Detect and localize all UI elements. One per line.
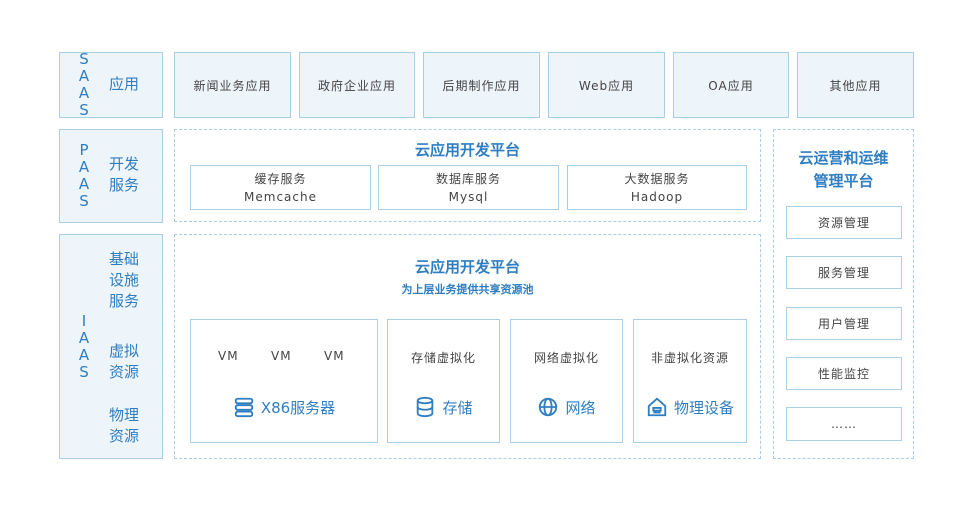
app-post-production[interactable]: 后期制作应用 xyxy=(423,52,540,118)
mgmt-more[interactable]: …… xyxy=(786,407,902,441)
iaas-physical-resources: 物理 资源 xyxy=(109,406,140,445)
physical-resources-label: 非虚拟化资源 xyxy=(650,351,729,365)
physical-resources-box[interactable]: 非虚拟化资源 物理设备 xyxy=(633,319,747,443)
iaas-platform-title: 云应用开发平台 xyxy=(414,258,520,276)
paas-layer-name: 开发 服务 xyxy=(109,155,140,194)
service-database[interactable]: 数据库服务 Mysql xyxy=(378,165,559,210)
app-gov-enterprise[interactable]: 政府企业应用 xyxy=(299,52,415,118)
network-foot-label: 网络 xyxy=(565,398,596,417)
vm-label: VM xyxy=(324,349,345,363)
iaas-platform: 云应用开发平台 为上层业务提供共享资源池 VM VM VM X86服务器 存储虚… xyxy=(174,234,761,459)
paas-platform: 云应用开发平台 缓存服务 Memcache 数据库服务 Mysql 大数据服务 … xyxy=(174,129,761,222)
saas-layer-code: S A A S xyxy=(78,50,90,119)
service-cache[interactable]: 缓存服务 Memcache xyxy=(190,165,371,210)
iaas-platform-subtitle: 为上层业务提供共享资源池 xyxy=(401,283,534,296)
ops-platform: 云运营和运维 管理平台 资源管理 服务管理 用户管理 性能监控 …… xyxy=(773,129,914,459)
network-foot: 网络 xyxy=(511,395,622,419)
physical-foot: 物理设备 xyxy=(634,395,746,419)
vm-label: VM xyxy=(271,349,292,363)
iaas-layer-box: I A A S 基础 设施 服务 虚拟 资源 物理 资源 xyxy=(59,234,163,459)
network-virtualization-label: 网络虚拟化 xyxy=(533,351,599,365)
storage-foot-label: 存储 xyxy=(442,398,473,417)
mgmt-service[interactable]: 服务管理 xyxy=(786,256,902,289)
mgmt-user[interactable]: 用户管理 xyxy=(786,307,902,340)
service-bigdata[interactable]: 大数据服务 Hadoop xyxy=(567,165,747,210)
iaas-infra-services: 基础 设施 服务 xyxy=(109,250,140,310)
globe-icon xyxy=(539,397,558,417)
app-news[interactable]: 新闻业务应用 xyxy=(174,52,291,118)
app-other[interactable]: 其他应用 xyxy=(797,52,914,118)
house-icon xyxy=(647,397,667,417)
vm-label: VM xyxy=(218,349,239,363)
iaas-layer-code: I A A S xyxy=(78,311,90,381)
iaas-virtual-resources: 虚拟 资源 xyxy=(109,342,140,381)
x86-server-foot: X86服务器 xyxy=(191,395,377,419)
storage-virtualization-box[interactable]: 存储虚拟化 存储 xyxy=(387,319,500,443)
storage-foot: 存储 xyxy=(388,395,499,419)
saas-layer-name: 应用 xyxy=(109,75,140,93)
physical-foot-label: 物理设备 xyxy=(673,398,734,417)
paas-layer-code: P A A S xyxy=(78,141,90,210)
x86-server-box[interactable]: VM VM VM X86服务器 xyxy=(190,319,378,443)
paas-platform-title: 云应用开发平台 xyxy=(414,141,520,159)
mgmt-resource[interactable]: 资源管理 xyxy=(786,206,902,239)
app-web[interactable]: Web应用 xyxy=(548,52,665,118)
saas-layer-box: S A A S 应用 xyxy=(59,50,163,119)
database-icon xyxy=(417,396,434,418)
network-virtualization-box[interactable]: 网络虚拟化 网络 xyxy=(510,319,623,443)
ops-platform-title: 云运营和运维 管理平台 xyxy=(798,149,889,190)
mgmt-performance[interactable]: 性能监控 xyxy=(786,357,902,390)
server-icon xyxy=(234,397,253,418)
app-oa[interactable]: OA应用 xyxy=(673,52,789,118)
paas-layer-box: P A A S 开发 服务 xyxy=(59,129,163,223)
x86-server-label: X86服务器 xyxy=(260,398,336,417)
storage-virtualization-label: 存储虚拟化 xyxy=(410,351,476,365)
